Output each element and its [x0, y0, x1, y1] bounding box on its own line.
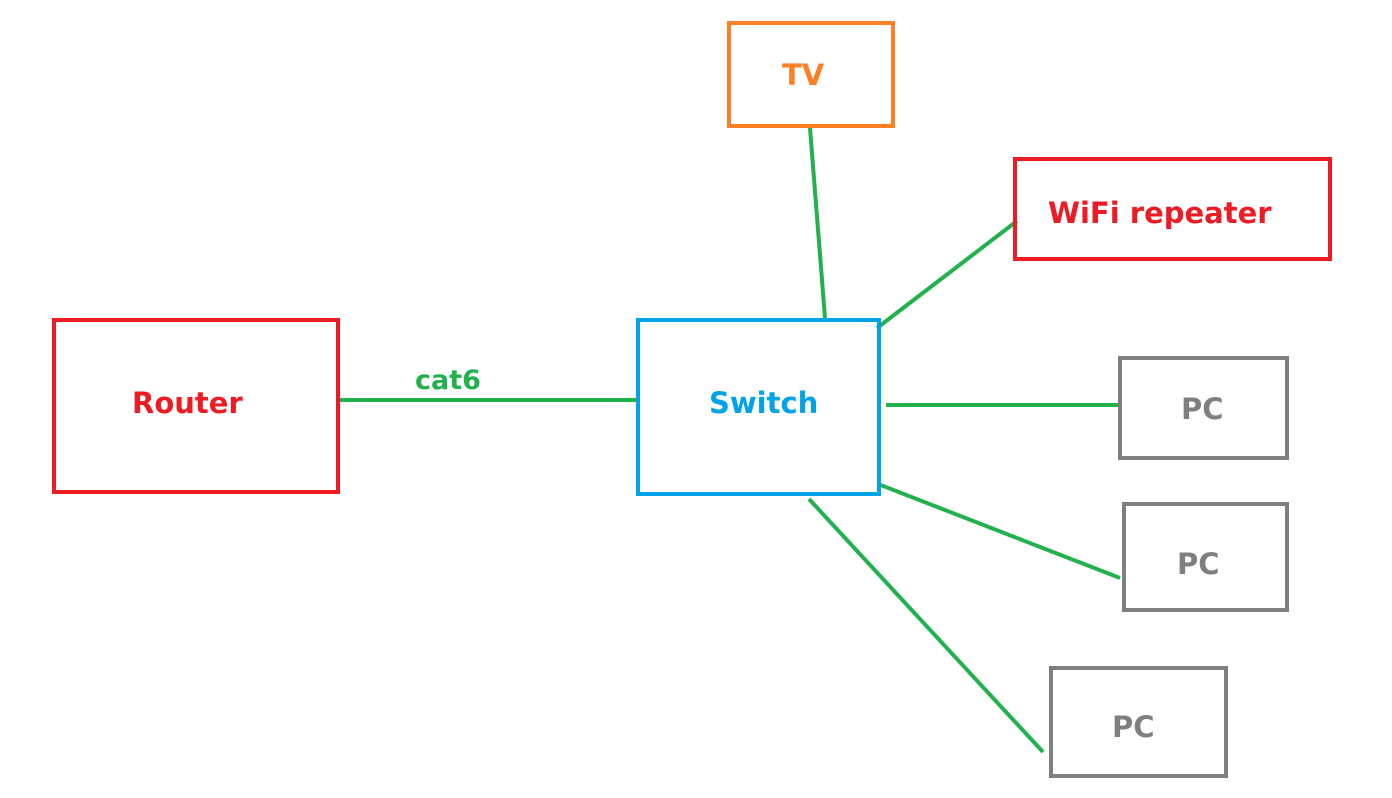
wifi-repeater-node [1013, 157, 1332, 261]
link-switch-tv [808, 127, 827, 319]
link-switch-pc2 [877, 482, 1121, 580]
link-switch-wifi-repeater [875, 219, 1019, 330]
pc-label-3: PC [1112, 710, 1155, 744]
switch-label: Switch [709, 386, 819, 420]
link-switch-pc3 [807, 497, 1045, 754]
tv-node [727, 21, 895, 128]
pc-node-2 [1122, 502, 1289, 612]
router-node [52, 318, 340, 494]
tv-label: TV [782, 58, 825, 92]
pc-node-1 [1118, 356, 1289, 460]
switch-node [636, 318, 881, 496]
pc-node-3 [1049, 666, 1228, 778]
cat6-link-label: cat6 [415, 365, 481, 396]
pc-label-2: PC [1177, 547, 1220, 581]
router-label: Router [132, 386, 243, 420]
pc-label-1: PC [1181, 392, 1224, 426]
wifi-repeater-label: WiFi repeater [1048, 196, 1272, 230]
